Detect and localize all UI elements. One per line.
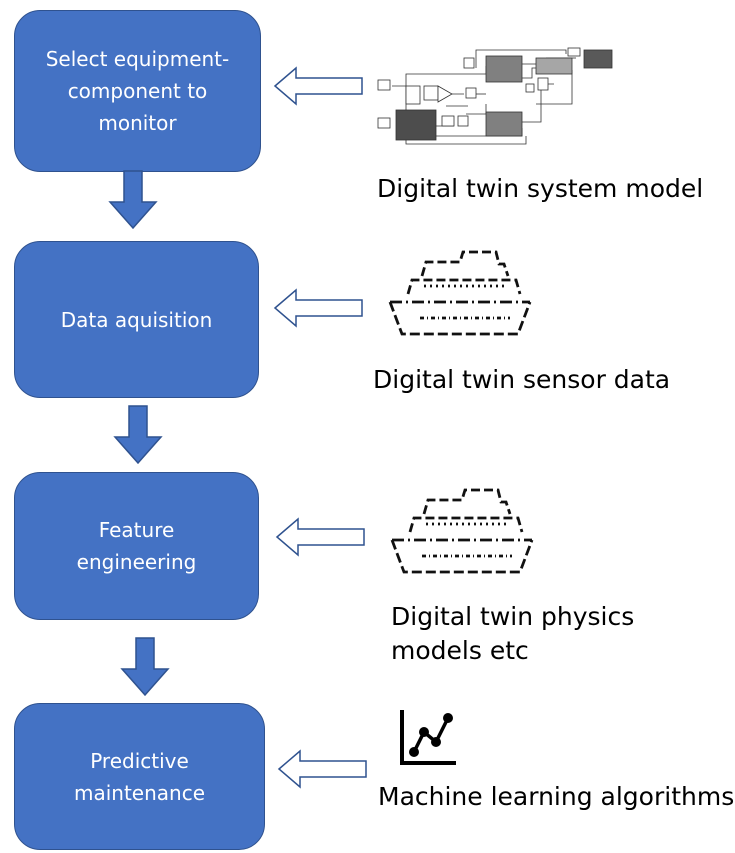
step-label-line: engineering	[76, 550, 197, 574]
step-predictive-maintenance: Predictive maintenance	[14, 703, 265, 850]
step-label-line: maintenance	[73, 780, 206, 805]
hollow-left-arrow	[273, 288, 363, 328]
line-chart-icon	[400, 710, 456, 765]
input-caption: Digital twin physics models etc	[391, 600, 634, 668]
step-feature-engineering: Feature engineering	[14, 472, 259, 620]
step-data-acquisition: Data aquisition	[14, 241, 259, 398]
caption-line: Digital twin physics	[391, 602, 635, 631]
input-caption: Digital twin sensor data	[373, 363, 670, 397]
caption-line: Digital twin sensor data	[373, 365, 671, 394]
hollow-left-arrow	[273, 66, 363, 106]
down-arrow	[113, 405, 163, 465]
step-label-line: monitor	[98, 111, 177, 135]
input-caption: Machine learning algorithms	[378, 780, 734, 814]
down-arrow	[108, 170, 158, 230]
step-label-line: Select equipment-	[45, 47, 230, 71]
step-label-line: component to	[67, 79, 208, 103]
input-caption: Digital twin system model	[377, 172, 703, 206]
step-label-line: Feature	[98, 518, 175, 542]
step-select-equipment: Select equipment- component to monitor	[14, 10, 261, 172]
ship-icon	[390, 488, 534, 574]
caption-line: models etc	[391, 636, 529, 665]
ship-icon	[388, 250, 532, 336]
hollow-left-arrow	[277, 749, 367, 789]
down-arrow	[120, 637, 170, 697]
caption-line: Machine learning algorithms	[378, 782, 735, 811]
caption-line: Digital twin system model	[377, 174, 704, 203]
step-label-line: Data aquisition	[60, 307, 213, 332]
step-label-line: Predictive	[90, 748, 189, 773]
hollow-left-arrow	[275, 517, 365, 557]
simulink-model-diagram	[377, 47, 613, 145]
